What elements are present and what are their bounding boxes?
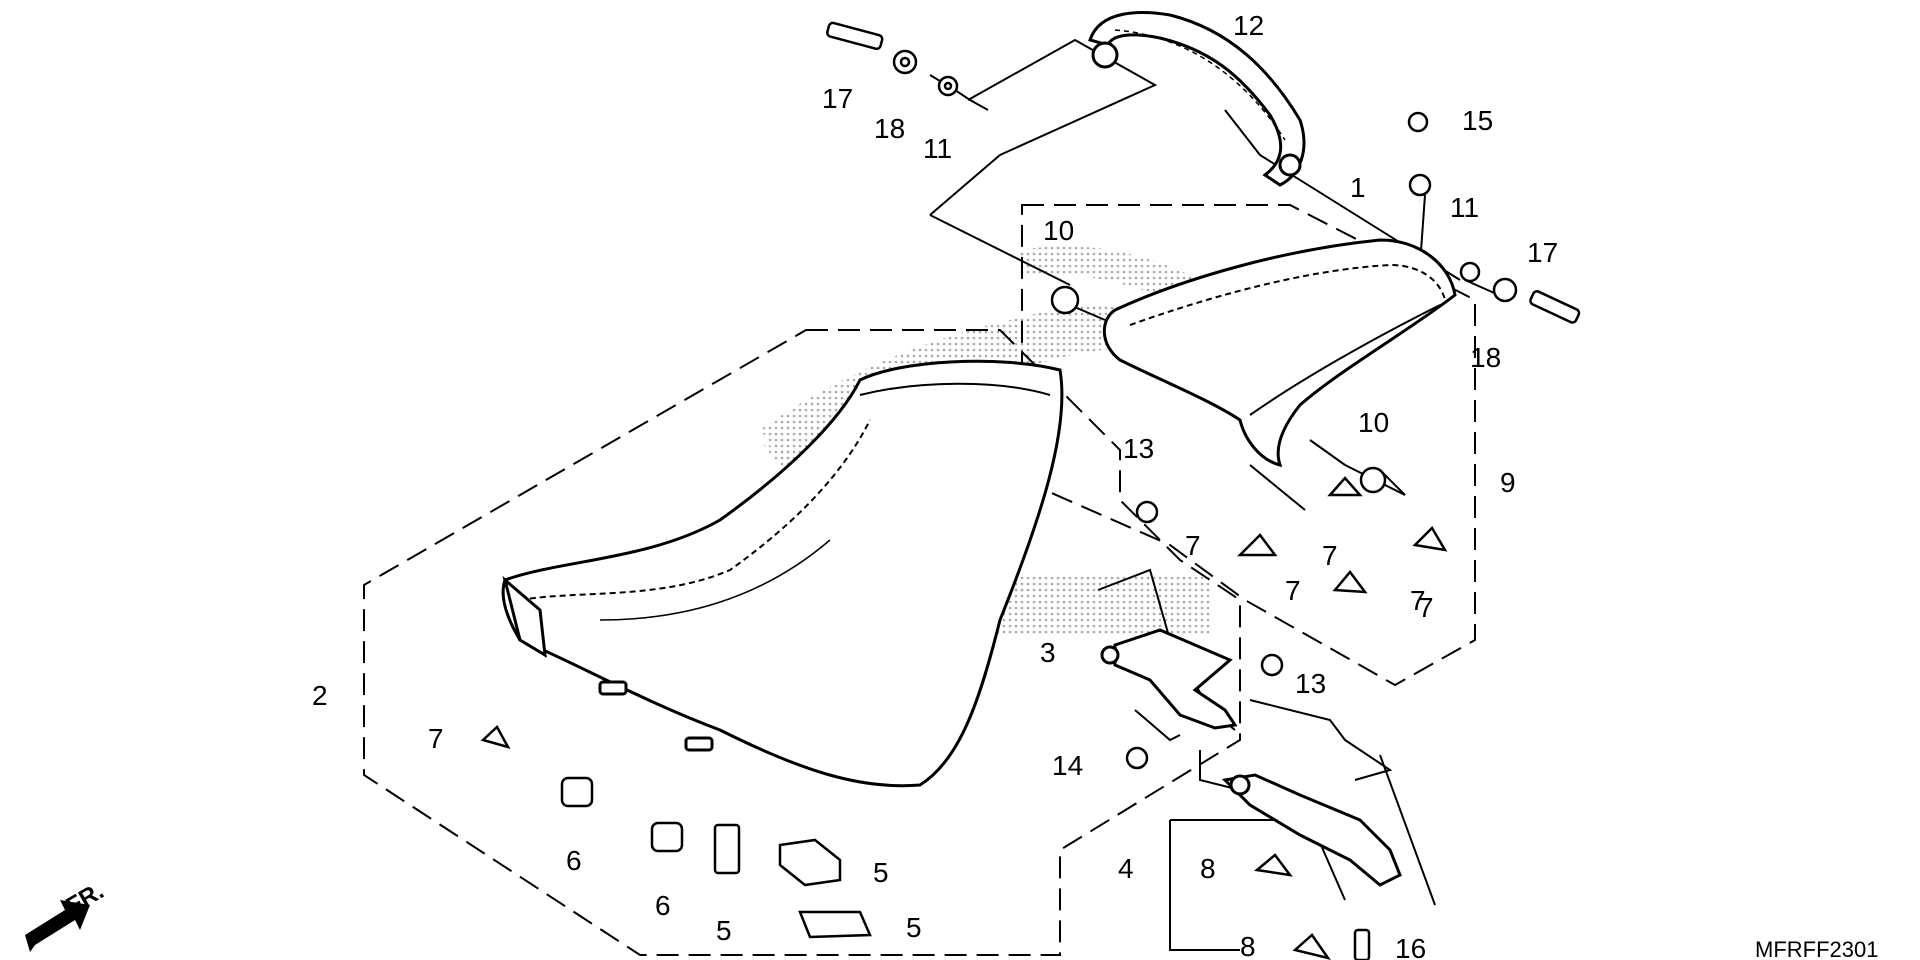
part-label: 11 <box>923 133 952 164</box>
part-label: 3 <box>1040 637 1056 668</box>
part-label: 18 <box>1470 342 1501 373</box>
seat-brackets <box>1100 628 1402 887</box>
part-label: 9 <box>1500 467 1516 498</box>
trim-clips <box>480 476 1448 960</box>
part-labels: 1 2 3 4 5 5 5 6 6 7 7 7 7 7 7 8 8 9 10 1… <box>312 10 1558 960</box>
pillion-seat <box>1102 238 1457 468</box>
part-label: 11 <box>1450 192 1479 223</box>
part-label: 7 <box>428 723 444 754</box>
part-label: 18 <box>874 113 905 144</box>
part-label: 8 <box>1240 931 1256 960</box>
part-label: 10 <box>1043 215 1074 246</box>
part-label: 17 <box>822 83 853 114</box>
part-label: 5 <box>716 915 732 946</box>
part-label: 8 <box>1200 853 1216 884</box>
main-seat <box>501 359 1064 788</box>
part-label: 7 <box>1322 540 1338 571</box>
part-label: 16 <box>1395 933 1426 960</box>
part-label: 6 <box>655 890 671 921</box>
part-label: 6 <box>566 845 582 876</box>
front-direction-indicator: FR. <box>25 877 108 952</box>
arrow-icon <box>25 900 90 952</box>
part-label: 13 <box>1123 433 1154 464</box>
grab-strap <box>1088 11 1306 187</box>
hardware-parts <box>826 21 1581 960</box>
part-label: 12 <box>1233 10 1264 41</box>
part-label: 1 <box>1350 172 1366 203</box>
part-label: 17 <box>1527 237 1558 268</box>
diagram-code: MFRFF2301 <box>1755 937 1878 960</box>
leader-lines <box>929 38 1511 951</box>
part-label: 15 <box>1462 105 1493 136</box>
part-label: 7 <box>1418 592 1434 623</box>
part-label: 7 <box>1285 575 1301 606</box>
group-outlines <box>363 204 1476 956</box>
cushions <box>560 776 872 939</box>
part-label: 7 <box>1410 585 1426 616</box>
part-label: 5 <box>873 857 889 888</box>
part-label: 13 <box>1295 668 1326 699</box>
part-label: 14 <box>1052 750 1083 781</box>
part-label: 10 <box>1358 407 1389 438</box>
part-label: 4 <box>1118 853 1134 884</box>
part-label: 7 <box>1185 530 1201 561</box>
part-label: 5 <box>906 912 922 943</box>
part-label: 2 <box>312 680 328 711</box>
